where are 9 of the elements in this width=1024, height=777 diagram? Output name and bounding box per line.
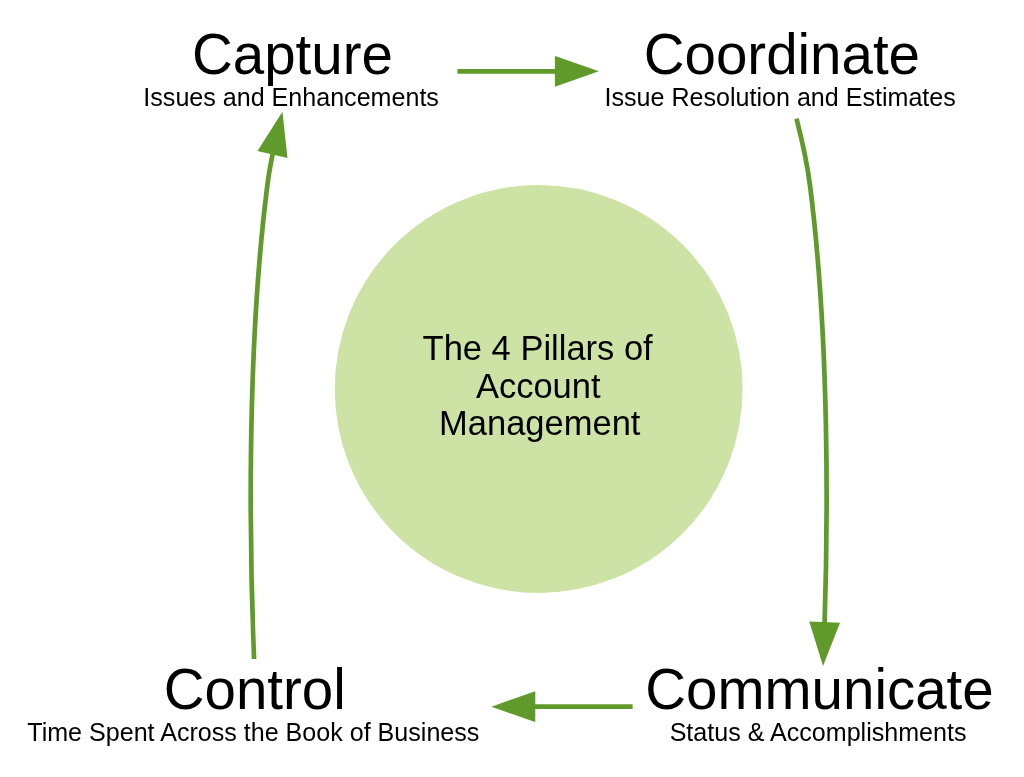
node-text: Communicate Status & Accomplishments bbox=[645, 657, 994, 746]
node-text: Capture Issues and Enhancements bbox=[143, 22, 439, 111]
arrow bbox=[248, 111, 288, 659]
arrow bbox=[457, 55, 599, 87]
node-circle: The 4 Pillars of Account Management bbox=[334, 184, 743, 593]
arrow bbox=[491, 690, 633, 722]
node-text: Coordinate Issue Resolution and Estimates bbox=[604, 22, 956, 111]
arrow bbox=[794, 117, 841, 666]
node-text: Control Time Spent Across the Book of Business bbox=[27, 657, 480, 746]
